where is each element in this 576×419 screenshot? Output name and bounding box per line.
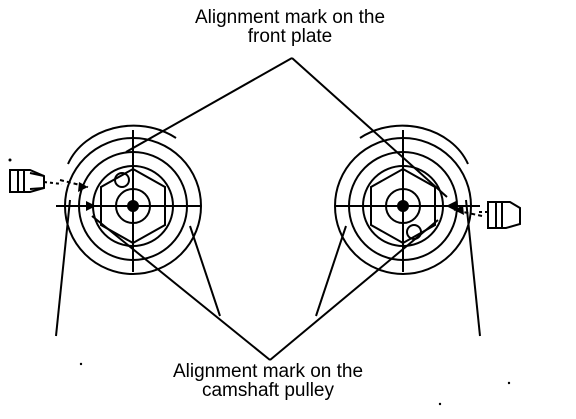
front-plate-label-line-2: front plate [247,26,333,47]
right-alignment-arrow [446,201,483,217]
left-alignment-arrow [59,179,96,211]
camshaft-pulley-label-line-1: Alignment mark on the [172,361,364,382]
front-plate-label: Alignment mark on the front plate [160,8,420,46]
left-hand-pointer-icon [9,169,63,193]
right-hand-pointer-icon [476,201,521,229]
scan-specks [8,158,511,406]
camshaft-pulley-label-line-2: camshaft pulley [201,380,334,401]
right-camshaft-pulley [315,124,481,337]
left-camshaft-pulley [55,124,221,337]
camshaft-pulley-leaders [91,215,439,361]
front-plate-label-line-1: Alignment mark on the [194,7,386,28]
camshaft-pulley-label: Alignment mark on the camshaft pulley [128,362,408,400]
front-plate-leaders [125,57,448,198]
